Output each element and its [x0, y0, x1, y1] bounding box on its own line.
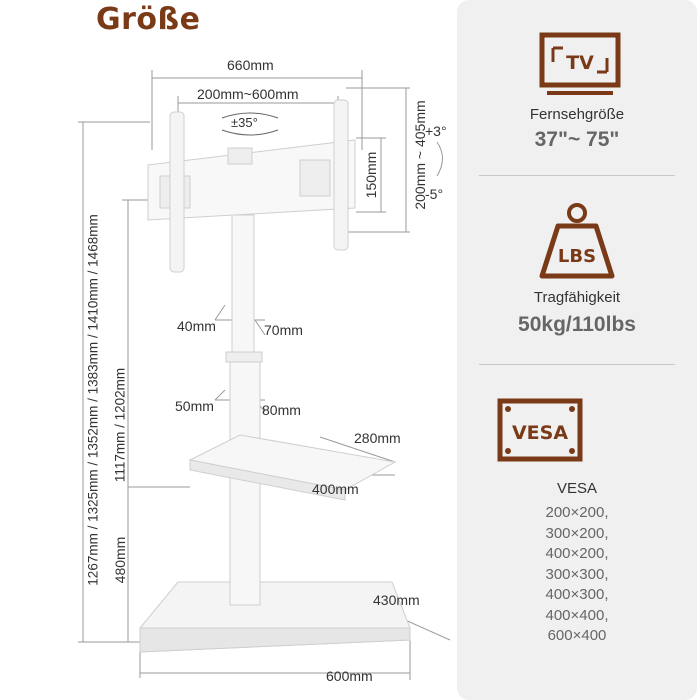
tv-icon-label: TV [566, 52, 594, 74]
dimension-swivel: ±35° [231, 115, 258, 130]
dimension-pole-lower-left: 50mm [175, 398, 214, 414]
load-capacity-label: Tragfähigkeit [533, 289, 621, 306]
dimension-pole-upper-right: 70mm [264, 322, 303, 338]
weight-icon-label: LBS [558, 246, 596, 267]
vesa-size-item: 600×400 [547, 627, 607, 644]
dimension-shelf-width: 400mm [312, 481, 359, 497]
load-capacity-value: 50kg/110lbs [518, 313, 636, 336]
tv-stand-drawing [78, 70, 451, 680]
tv-icon: TV [539, 32, 621, 95]
vesa-size-item: 400×300, [545, 586, 609, 603]
dimension-tilt-up: +3° [425, 123, 447, 139]
divider [479, 175, 675, 176]
dimension-shelf-height: 480mm [112, 536, 128, 584]
dimension-vesa-vertical-short: 150mm [363, 151, 379, 199]
vesa-icon: VESA [497, 398, 583, 462]
dimension-pole-lower-right: 80mm [262, 402, 301, 418]
vesa-size-item: 200×200, [545, 504, 609, 521]
vesa-label: VESA [556, 480, 598, 497]
dimension-shelf-depth: 280mm [354, 430, 401, 446]
page-title: Größe [96, 2, 201, 37]
dimension-tilt-down: -5° [425, 186, 444, 202]
dimension-vesa-horizontal: 200mm~600mm [197, 86, 299, 102]
dimension-width-total: 660mm [227, 57, 274, 73]
tv-size-label: Fernsehgröße [529, 106, 625, 123]
dimension-base-depth: 430mm [373, 592, 420, 608]
dimension-mount-heights: 1117mm / 1202mm [112, 367, 128, 483]
weight-icon: LBS [539, 203, 615, 279]
dimension-total-heights: 1267mm / 1325mm / 1352mm / 1383mm / 1410… [85, 214, 101, 586]
tv-size-value: 37"~ 75" [534, 128, 620, 151]
specs-panel: TV Fernsehgröße 37"~ 75" LBS Tragfähigke… [457, 0, 697, 700]
dimension-pole-upper-left: 40mm [177, 318, 216, 334]
vesa-size-item: 400×400, [545, 606, 609, 624]
divider [479, 364, 675, 365]
vesa-size-list: 200×200, 300×200, 400×200, 300×300, 400×… [457, 503, 697, 647]
vesa-size-item: 300×300, [545, 565, 609, 583]
vesa-size-item: 300×200, [545, 524, 609, 542]
vesa-size-item: 400×200, [545, 545, 609, 562]
vesa-icon-label: VESA [512, 422, 568, 444]
dimension-base-width: 600mm [326, 668, 373, 684]
